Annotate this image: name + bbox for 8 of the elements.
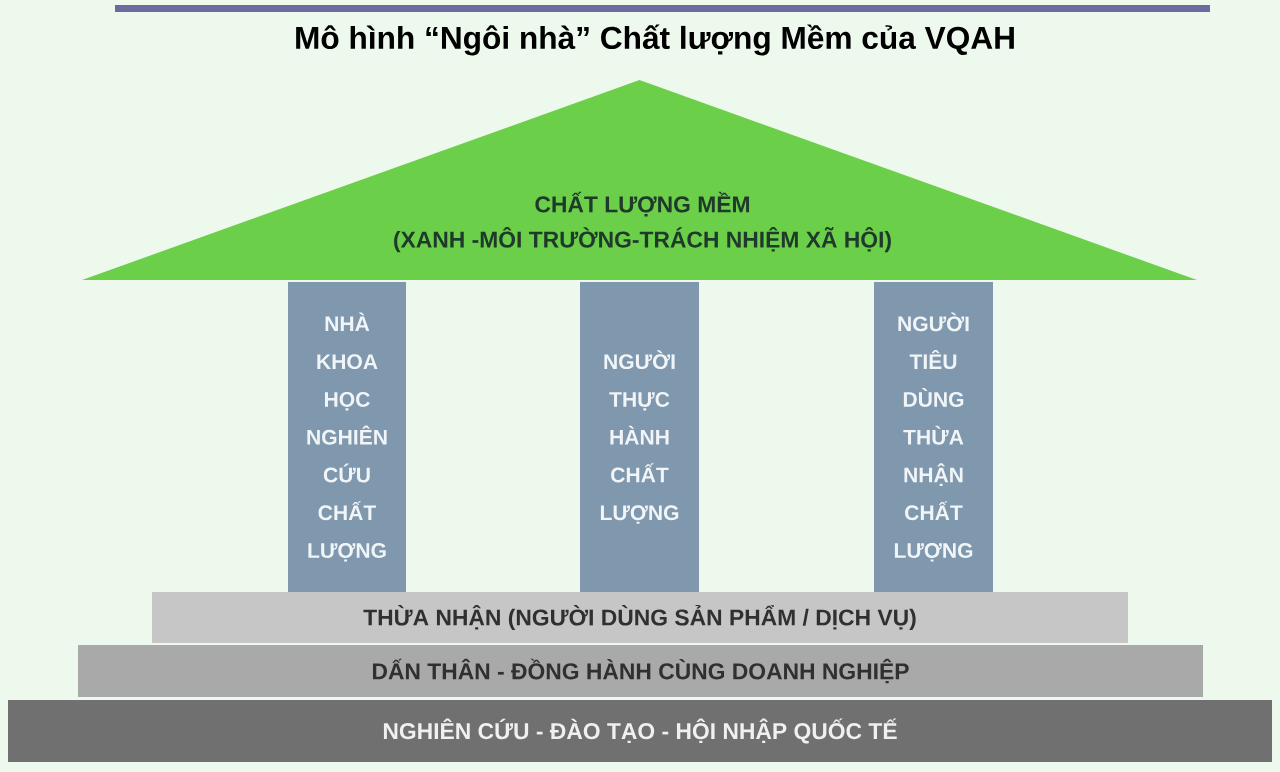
pillar: NHÀ KHOA HỌC NGHIÊN CỨU CHẤT LƯỢNG xyxy=(288,282,406,592)
foundation-step: THỪA NHẬN (NGƯỜI DÙNG SẢN PHẨM / DỊCH VỤ) xyxy=(152,592,1128,643)
title: Mô hình “Ngôi nhà” Chất lượng Mềm của VQAH xyxy=(296,24,1014,56)
pillar: NGƯỜI THỰC HÀNH CHẤT LƯỢNG xyxy=(580,282,699,592)
roof-triangle: CHẤT LƯỢNG MỀM (XANH -MÔI TRƯỜNG-TRÁCH NHIỆM XÃ HỘI) xyxy=(82,80,1197,280)
foundation-step: DẤN THÂN - ĐỒNG HÀNH CÙNG DOANH NGHIỆP xyxy=(78,645,1203,697)
foundation-step: NGHIÊN CỨU - ĐÀO TẠO - HỘI NHẬP QUỐC TẾ xyxy=(8,700,1272,762)
pillar: NGƯỜI TIÊU DÙNG THỪA NHẬN CHẤT LƯỢNG xyxy=(874,282,993,592)
